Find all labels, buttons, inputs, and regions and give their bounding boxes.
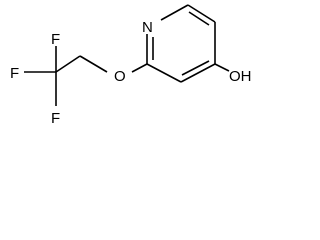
bond-n-c6 xyxy=(160,4,189,21)
bond-o-ch2 xyxy=(79,55,108,73)
atom-oxygen: O xyxy=(114,68,126,85)
atom-nitrogen: N xyxy=(142,19,153,36)
bond-c2-o xyxy=(131,63,148,73)
atom-fluorine-left: F xyxy=(10,65,19,82)
bond-ch2-cf3 xyxy=(55,55,81,73)
bond-c3-c2 xyxy=(146,63,182,83)
bond-c4-c3 xyxy=(180,63,216,83)
double-bond-c6-c5 xyxy=(188,11,210,26)
bond-c4-oh xyxy=(214,63,230,72)
atom-fluorine-bottom: F xyxy=(51,110,60,127)
chemical-structure: N O OH F F F xyxy=(10,4,252,127)
atom-fluorine-top: F xyxy=(51,31,60,48)
bond-c6-c5 xyxy=(187,4,216,23)
atom-hydroxyl: OH xyxy=(229,68,252,85)
double-bond-c4-c3 xyxy=(181,60,210,76)
